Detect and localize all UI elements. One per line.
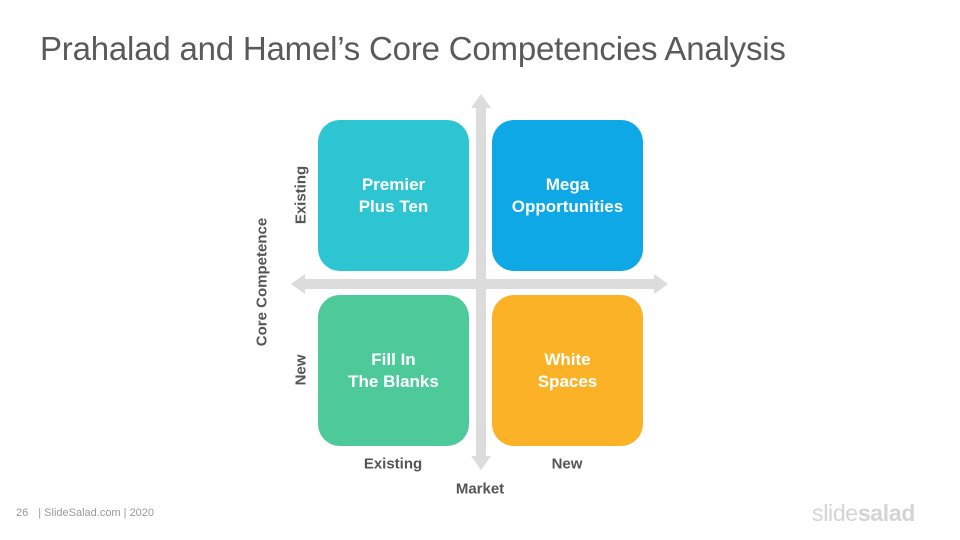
quadrant-label: White Spaces	[537, 349, 598, 391]
quadrant-label: Fill In The Blanks	[348, 349, 439, 391]
logo-part-2: salad	[857, 500, 916, 526]
quadrant-premier-plus-ten: Premier Plus Ten	[318, 120, 469, 271]
quadrant-label: Premier Plus Ten	[358, 174, 429, 216]
x-axis-right-label: New	[551, 455, 583, 473]
page-title: Prahalad and Hamel’s Core Competencies A…	[40, 30, 786, 67]
quadrant-label: Mega Opportunities	[511, 174, 624, 216]
quadrant-white-spaces: White Spaces	[492, 295, 643, 446]
page-number: 26	[16, 507, 29, 519]
logo-part-1: slide	[812, 500, 858, 526]
footer-text: | SlideSalad.com | 2020	[38, 507, 155, 519]
x-axis-title: Market	[455, 480, 505, 498]
x-axis-left-label: Existing	[363, 455, 423, 473]
quadrant-fill-in-the-blanks: Fill In The Blanks	[318, 295, 469, 446]
y-axis-top-label: Existing	[292, 165, 310, 225]
y-axis-title: Core Competence	[253, 217, 271, 347]
slidesalad-logo: slidesalad	[812, 500, 915, 527]
quadrant-mega-opportunities: Mega Opportunities	[492, 120, 643, 271]
footer: 26 | SlideSalad.com | 2020	[16, 507, 154, 519]
horizontal-arrow	[291, 274, 668, 294]
y-axis-bottom-label: New	[292, 354, 310, 386]
